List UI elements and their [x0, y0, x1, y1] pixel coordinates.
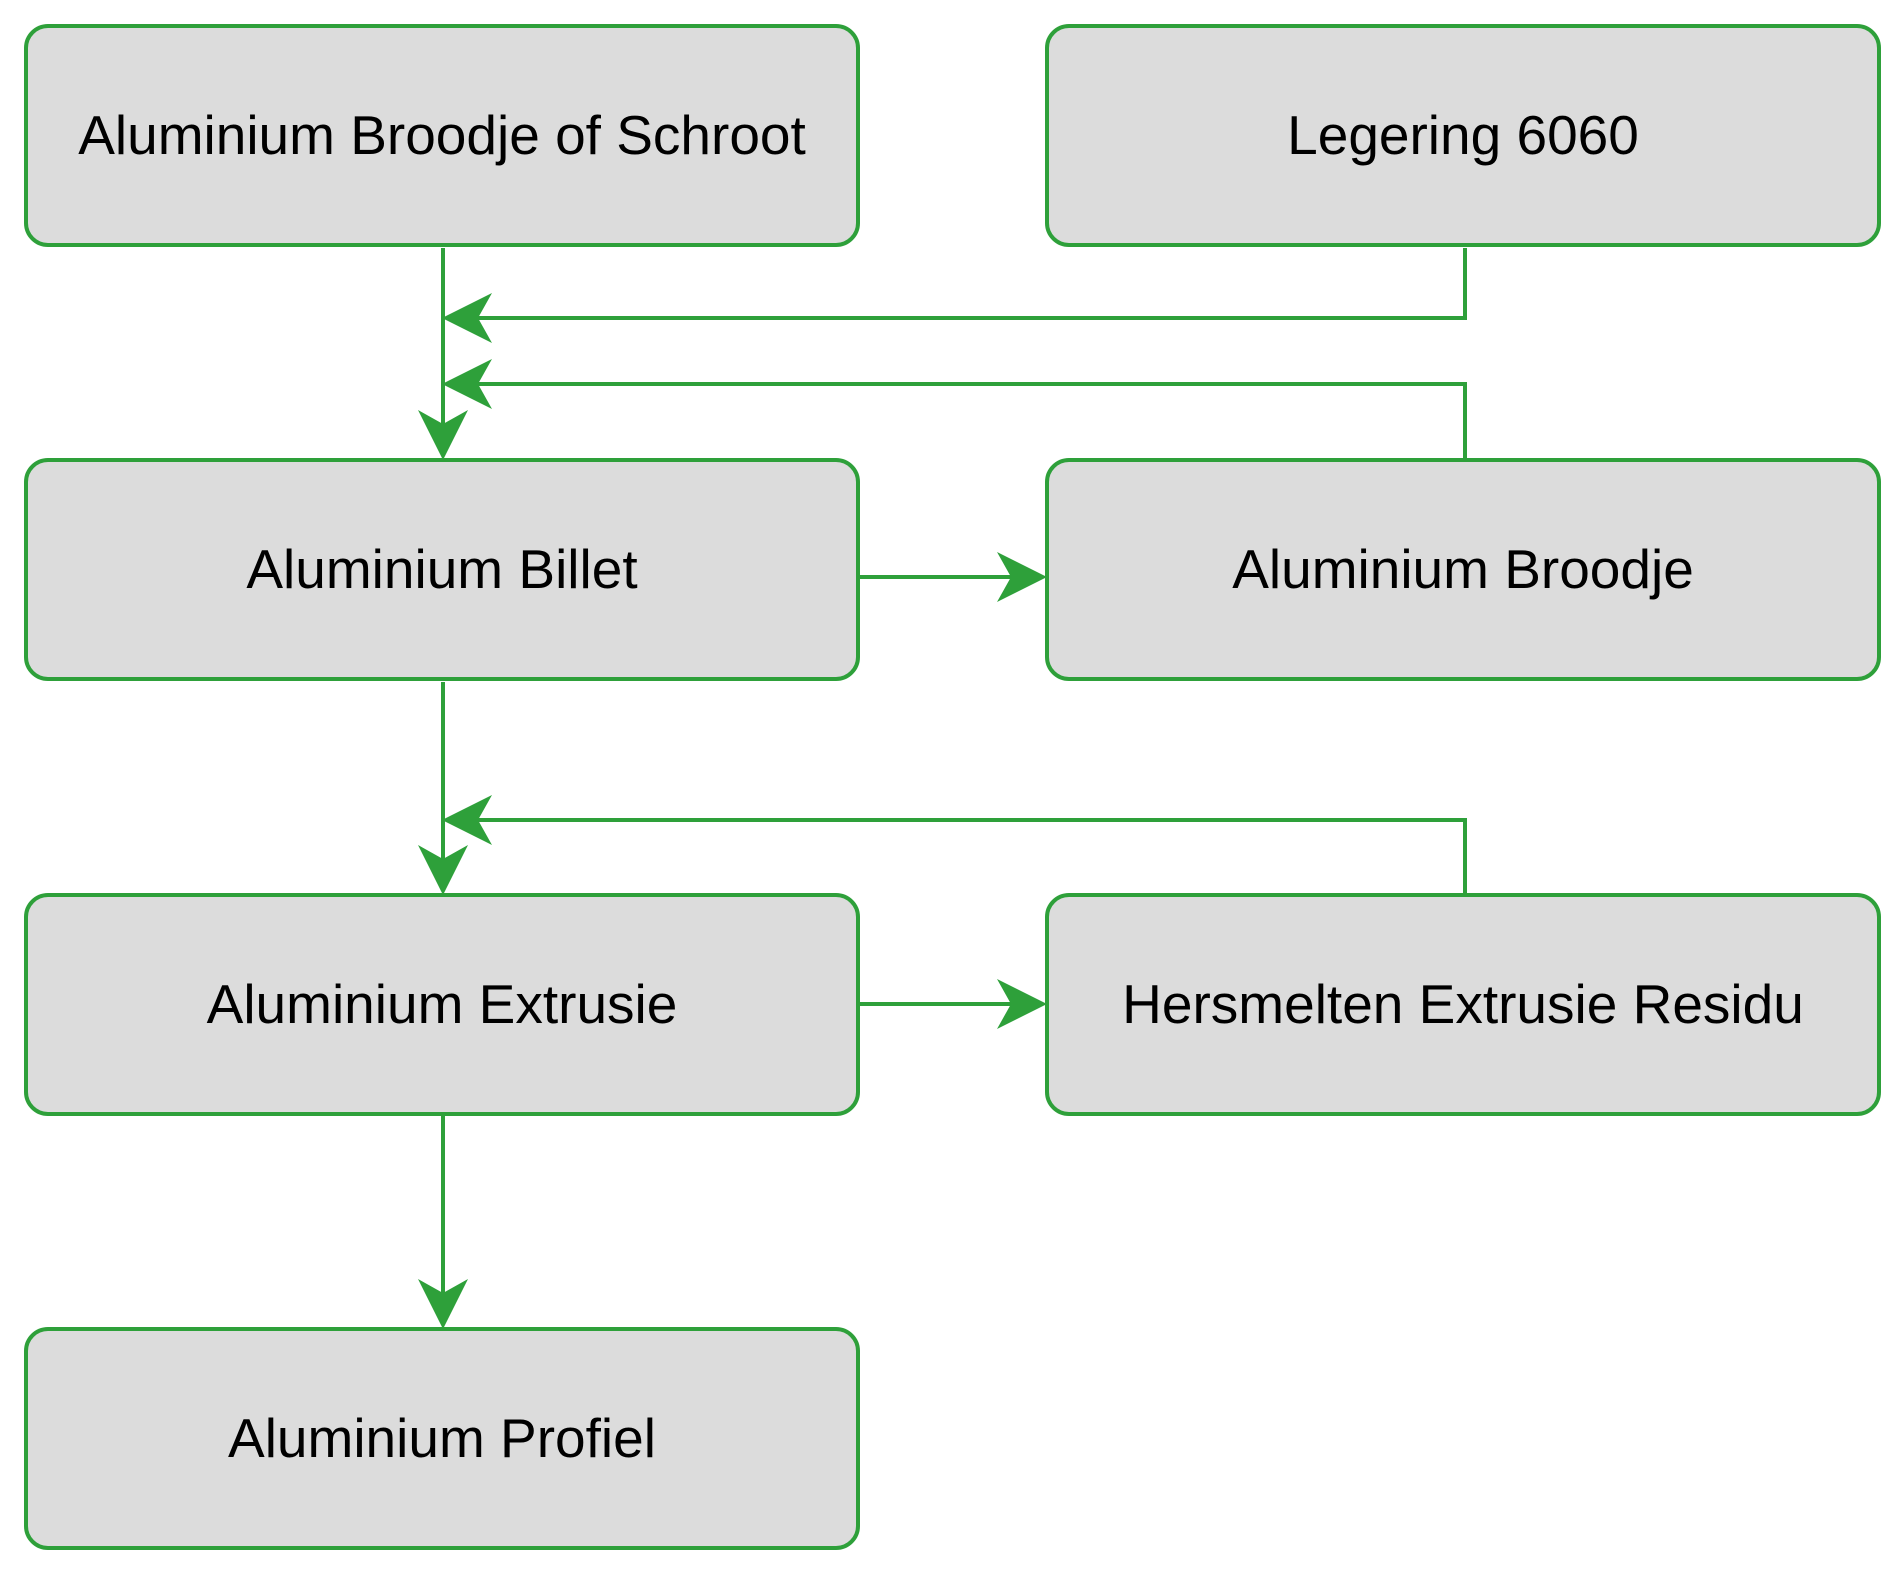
edge-legering-to-billet: [442, 248, 1467, 343]
node-label: Aluminium Extrusie: [206, 973, 678, 1036]
node-aluminium-profiel: Aluminium Profiel: [24, 1327, 860, 1550]
node-aluminium-extrusie: Aluminium Extrusie: [24, 893, 860, 1116]
node-legering-6060: Legering 6060: [1045, 24, 1881, 247]
node-hersmelten-extrusie-residu: Hersmelten Extrusie Residu: [1045, 893, 1881, 1116]
node-label: Aluminium Broodje: [1232, 538, 1694, 601]
node-label: Aluminium Billet: [246, 538, 638, 601]
node-label: Legering 6060: [1287, 104, 1639, 167]
node-aluminium-broodje-of-schroot: Aluminium Broodje of Schroot: [24, 24, 860, 247]
node-label: Aluminium Profiel: [228, 1407, 656, 1470]
node-label: Hersmelten Extrusie Residu: [1122, 973, 1804, 1036]
node-aluminium-billet: Aluminium Billet: [24, 458, 860, 681]
node-label: Aluminium Broodje of Schroot: [78, 104, 806, 167]
node-aluminium-broodje: Aluminium Broodje: [1045, 458, 1881, 681]
edge-residu-to-extrusie: [442, 795, 1467, 893]
edge-broodje-to-billet: [442, 359, 1467, 458]
